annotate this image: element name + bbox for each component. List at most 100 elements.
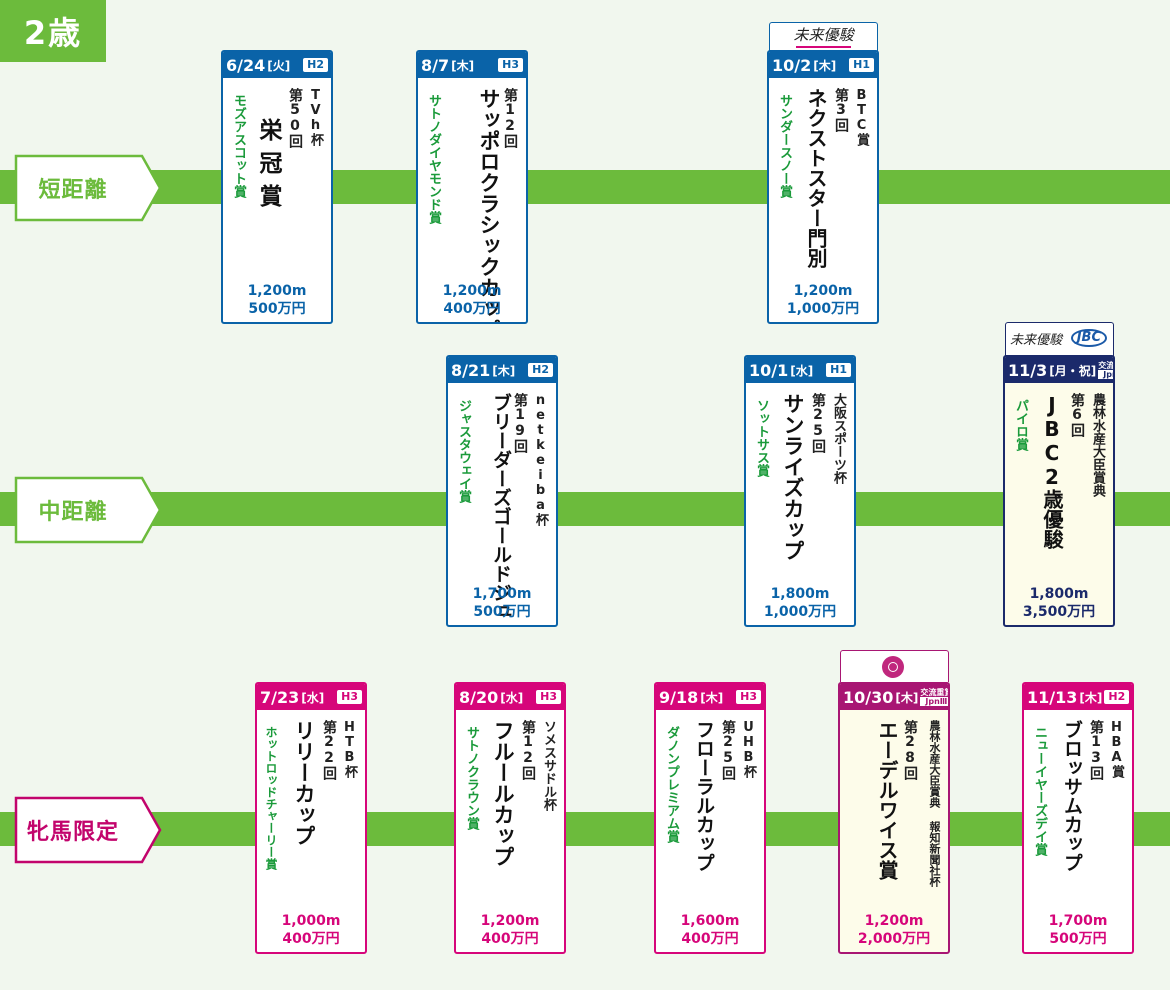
- race-distance: 1,000m: [281, 913, 341, 929]
- race-prize: 3,500万円: [1022, 604, 1096, 620]
- race-day: [木]: [451, 58, 475, 73]
- race-prefix: 農林水産大臣賞典 報知新聞社杯: [928, 720, 941, 887]
- race-footer: 1,200m 2,000万円: [840, 912, 948, 948]
- race-footer: 1,800m 3,500万円: [1005, 585, 1113, 621]
- race-date: 7/23: [260, 687, 300, 707]
- race-edition: 第12回: [520, 720, 536, 780]
- race-name: ネクストスター門別: [804, 88, 828, 268]
- race-header: 11/13[木]H2: [1024, 684, 1132, 710]
- jbc-logo: JBC: [1070, 329, 1107, 347]
- race-sub-award: サトノクラウン賞: [464, 726, 479, 830]
- race-date: 10/30: [843, 687, 894, 707]
- category-label: 短距離: [38, 178, 108, 203]
- race-name: サッポロクラシックカップ: [477, 88, 501, 324]
- race-prize: 500万円: [248, 301, 306, 317]
- race-sub-award: サトノダイヤモンド賞: [426, 94, 441, 224]
- mirai-jbc-logo: 未来優駿 JBC: [1005, 322, 1114, 356]
- race-edition: 第50回: [287, 88, 303, 148]
- race-header: 8/20[水]H3: [456, 684, 564, 710]
- race-prefix: TVh杯: [308, 88, 323, 146]
- race-name: ブリーダーズゴールドジュニアカップ: [490, 393, 512, 627]
- race-distance: 1,700m: [1048, 913, 1108, 929]
- race-prefix: UHB杯: [741, 720, 756, 778]
- race-header: 10/2[木]H1: [769, 52, 877, 78]
- race-sub-award: ソットサス賞: [754, 399, 769, 477]
- race-sub-award: ダノンプレミアム賞: [664, 726, 679, 843]
- race-date: 11/13: [1027, 687, 1078, 707]
- race-header: 8/21[木]H2: [448, 357, 556, 383]
- race-date: 8/7: [421, 55, 450, 75]
- race-prize: 2,000万円: [857, 931, 931, 947]
- race-edition: 第6回: [1069, 393, 1085, 437]
- edelweiss-logo: [840, 650, 949, 682]
- race-prefix: 農林水産大臣賞典: [1090, 393, 1105, 497]
- category-label: 中距離: [38, 500, 108, 525]
- race-date: 10/2: [772, 55, 812, 75]
- race-day: [木]: [895, 690, 919, 705]
- race-name: 栄冠賞: [255, 118, 281, 217]
- race-distance: 1,200m: [247, 283, 307, 299]
- race-prize: 400万円: [443, 301, 501, 317]
- race-header: 6/24[火]H2: [223, 52, 331, 78]
- sprint-band: [0, 170, 1170, 204]
- race-sub-award: ジャスタウェイ賞: [456, 399, 471, 503]
- race-day: [木]: [492, 363, 516, 378]
- race-name: リリーカップ: [292, 720, 316, 846]
- category-label: 牝馬限定: [26, 820, 119, 845]
- race-date: 9/18: [659, 687, 699, 707]
- race-card[interactable]: 11/3[月・祝]交流重賞JpnⅢ農林水産大臣賞典第6回JBC2歳優駿パイロ賞1…: [1003, 355, 1115, 627]
- race-day: [木]: [700, 690, 724, 705]
- race-name: フルールカップ: [491, 720, 515, 867]
- race-name: サンライズカップ: [781, 393, 805, 561]
- race-card[interactable]: 8/20[水]H3 ソメスサドル杯第12回フルールカップサトノクラウン賞 1,200…: [454, 682, 566, 954]
- race-prefix: HBA賞: [1109, 720, 1124, 778]
- race-distance: 1,600m: [680, 913, 740, 929]
- race-sub-award: ニューイヤーズデイ賞: [1032, 726, 1047, 856]
- middle-band: [0, 492, 1170, 526]
- grade-badge: H3: [337, 690, 362, 704]
- race-distance: 1,200m: [864, 913, 924, 929]
- race-prize: 500万円: [473, 604, 531, 620]
- race-distance: 1,200m: [480, 913, 540, 929]
- race-name: JBC2歳優駿: [1040, 393, 1064, 549]
- race-day: [木]: [1079, 690, 1103, 705]
- race-header: 7/23[水]H3: [257, 684, 365, 710]
- race-prefix: netkeiba杯: [533, 393, 548, 526]
- race-name: エーデルワイス賞: [875, 720, 899, 880]
- race-sub-award: モズアスコット賞: [231, 94, 246, 198]
- race-day: [火]: [267, 58, 291, 73]
- race-distance: 1,800m: [770, 586, 830, 602]
- race-prize: 1,000万円: [786, 301, 860, 317]
- race-name: ブロッサムカップ: [1061, 720, 1083, 872]
- race-distance: 1,800m: [1029, 586, 1089, 602]
- grade-badge: H1: [826, 363, 851, 377]
- fillies-band: [0, 812, 1170, 846]
- race-edition: 第28回: [902, 720, 918, 780]
- race-edition: 第25回: [810, 393, 826, 453]
- race-day: [水]: [790, 363, 814, 378]
- category-middle: 中距離: [0, 476, 162, 544]
- race-header: 8/7[木]H3: [418, 52, 526, 78]
- race-footer: 1,700m 500万円: [448, 585, 556, 621]
- race-prefix: ソメスサドル杯: [541, 720, 556, 811]
- race-distance: 1,700m: [472, 586, 532, 602]
- race-edition: 第3回: [833, 88, 849, 132]
